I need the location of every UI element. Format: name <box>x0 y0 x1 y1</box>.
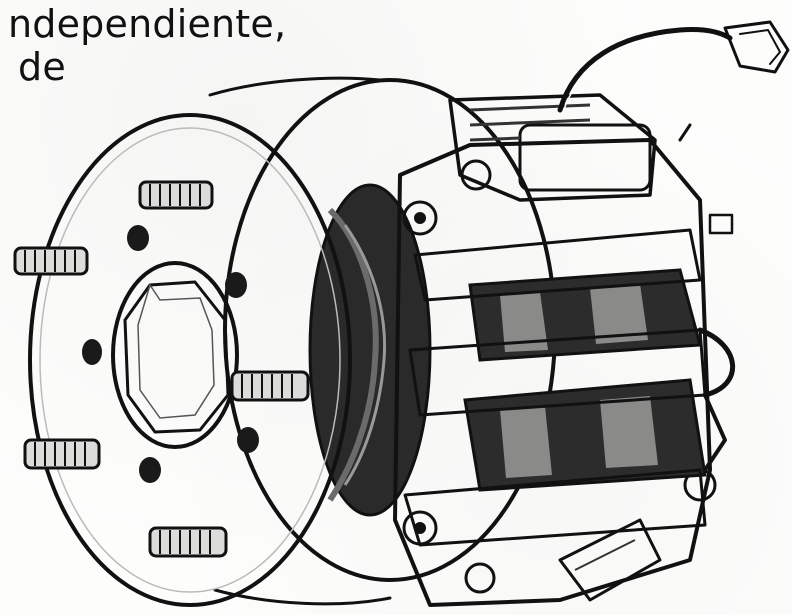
stud-3 <box>230 370 310 402</box>
hub-center <box>111 261 239 449</box>
text-line-2: de <box>18 45 66 89</box>
mounting-bracket <box>558 518 662 602</box>
rotor-front-face <box>28 113 352 607</box>
stud-1 <box>138 180 214 210</box>
brake-caliper <box>393 93 717 607</box>
wheel-studs <box>13 180 310 558</box>
text-line-1: ndependiente, <box>8 2 287 46</box>
stud-5 <box>148 526 228 558</box>
bolt-holes <box>82 225 259 483</box>
connector-plug-icon <box>723 20 790 74</box>
stud-4 <box>23 438 101 470</box>
sensor-wire <box>557 20 790 113</box>
brake-line <box>678 123 735 472</box>
brake-pads <box>403 228 707 547</box>
stud-2 <box>13 246 89 276</box>
